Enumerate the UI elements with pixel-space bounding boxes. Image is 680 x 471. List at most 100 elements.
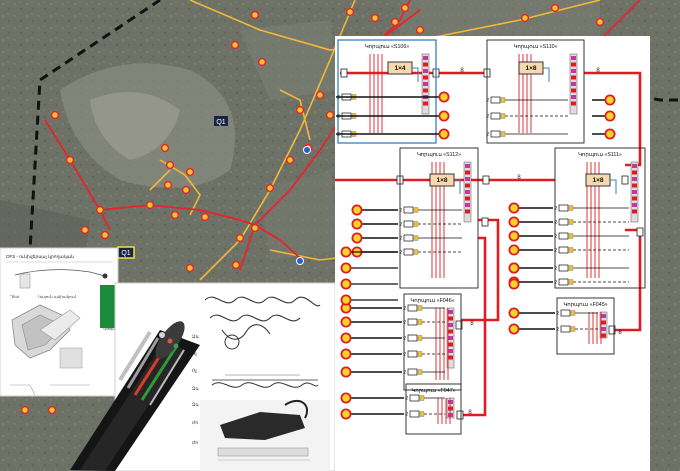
inset-cable-title: OFS - ունիվերսալ կրողական <box>6 254 74 260</box>
spiral-label-5: Ժո <box>192 420 198 425</box>
drop-fiber-count: 2 <box>486 114 489 120</box>
map-pole <box>415 25 425 35</box>
map-pole <box>47 405 57 415</box>
map-pole <box>235 233 245 243</box>
map-pole <box>295 105 305 115</box>
splitter-ratio: 1×4 <box>394 65 405 72</box>
map-pole <box>165 160 175 170</box>
map-pole <box>185 263 195 273</box>
subscriber-node <box>340 348 352 360</box>
cabinet-frame <box>399 147 479 289</box>
spiral-label-6: Ժո <box>192 440 198 445</box>
map-pole <box>80 225 90 235</box>
drop-fiber-count: 2 <box>554 248 557 254</box>
drop-connector <box>407 318 418 326</box>
joint-closure <box>636 227 644 237</box>
cable-fiber-count: 8 <box>618 330 622 336</box>
cabinet-frame <box>486 39 585 144</box>
spiral-label-1: Ոչ <box>192 351 197 357</box>
map-pole <box>231 260 241 270</box>
drop-fiber-count: 2 <box>403 370 406 376</box>
subscriber-node <box>340 366 352 378</box>
cable-fiber-count: 8 <box>468 410 472 416</box>
map-pole <box>20 405 30 415</box>
drop-fiber-count: 2 <box>486 132 489 138</box>
drop-connector <box>558 204 569 212</box>
map-pole <box>250 10 260 20</box>
subscriber-node <box>351 232 363 244</box>
drop-connector <box>407 334 418 342</box>
map-pole <box>550 3 560 13</box>
map-pole <box>257 57 267 67</box>
cabinet-label: Կորպուս «F047» <box>411 388 455 394</box>
subscriber-node <box>340 278 352 290</box>
subscriber-node <box>340 332 352 344</box>
drop-connector <box>403 248 414 256</box>
joint-closure <box>608 325 616 335</box>
inset-cable-sheet: OFS - ունիվերսալ կրողական Դետ Կայուն ամր… <box>0 247 119 397</box>
drop-fiber-count: 2 <box>405 396 408 402</box>
map-pole <box>315 90 325 100</box>
drop-connector <box>558 278 569 286</box>
subscriber-node <box>508 244 520 256</box>
patch-panel <box>599 311 608 339</box>
map-pole <box>400 3 410 13</box>
drop-fiber-count: 2 <box>337 132 340 138</box>
subscriber-node <box>604 110 616 122</box>
subscriber-node <box>340 262 352 274</box>
map-pole <box>390 17 400 27</box>
inset-side-label: Կրողական <box>103 326 124 331</box>
map-pole <box>50 110 60 120</box>
drop-fiber-count: 2 <box>554 280 557 286</box>
map-pole <box>345 7 355 17</box>
subscriber-node <box>604 128 616 140</box>
drop-fiber-count: 2 <box>403 352 406 358</box>
trunk-cable <box>461 236 487 417</box>
drop-fiber-count: 2 <box>556 327 559 333</box>
drop-connector <box>558 232 569 240</box>
map-pole <box>325 110 335 120</box>
map-pole <box>95 205 105 215</box>
drop-connector <box>490 96 501 104</box>
drop-fiber-count: 2 <box>399 222 402 228</box>
drop-connector <box>407 350 418 358</box>
subscriber-node <box>508 202 520 214</box>
cabinet-f047: Կորպուս «F047»22 <box>340 383 462 435</box>
map-pole <box>230 40 240 50</box>
map-node-blue-2 <box>296 257 304 265</box>
inset-cable-label-2: Կայուն ամրակում <box>38 294 77 299</box>
cabinet-f045: Կորպուս «F045»22 <box>508 297 615 355</box>
joint-closure <box>482 175 490 185</box>
spiral-label-2: Ոչ <box>192 368 197 374</box>
drop-connector <box>409 410 420 418</box>
cable-fiber-count: 8 <box>460 68 464 74</box>
subscriber-node <box>438 91 450 103</box>
drop-connector <box>403 234 414 242</box>
map-pole <box>370 13 380 23</box>
subscriber-node <box>508 307 520 319</box>
drop-connector <box>558 246 569 254</box>
joint-closure <box>456 410 464 420</box>
cabinet-frame <box>405 383 462 435</box>
inset-cable-label-1: Դետ <box>10 294 20 299</box>
cabinet-label: Կորպուս «S111» <box>578 152 622 158</box>
map-pole <box>160 143 170 153</box>
drop-fiber-count: 2 <box>399 208 402 214</box>
map-pole <box>520 13 530 23</box>
zone-label-2: Q1 <box>121 250 130 257</box>
map-pole <box>595 17 605 27</box>
cabinet-frame <box>403 293 462 391</box>
subscriber-node <box>438 110 450 122</box>
subscriber-node <box>340 316 352 328</box>
zone-label-1: Q1 <box>216 119 225 126</box>
cable-fiber-count: 8 <box>517 175 521 181</box>
drop-fiber-count: 2 <box>556 311 559 317</box>
inset-green-tab <box>100 285 116 328</box>
zone-marker-1: Q1 <box>214 116 228 126</box>
map-pole <box>250 223 260 233</box>
subscriber-node <box>604 94 616 106</box>
drop-fiber-count: 2 <box>554 220 557 226</box>
